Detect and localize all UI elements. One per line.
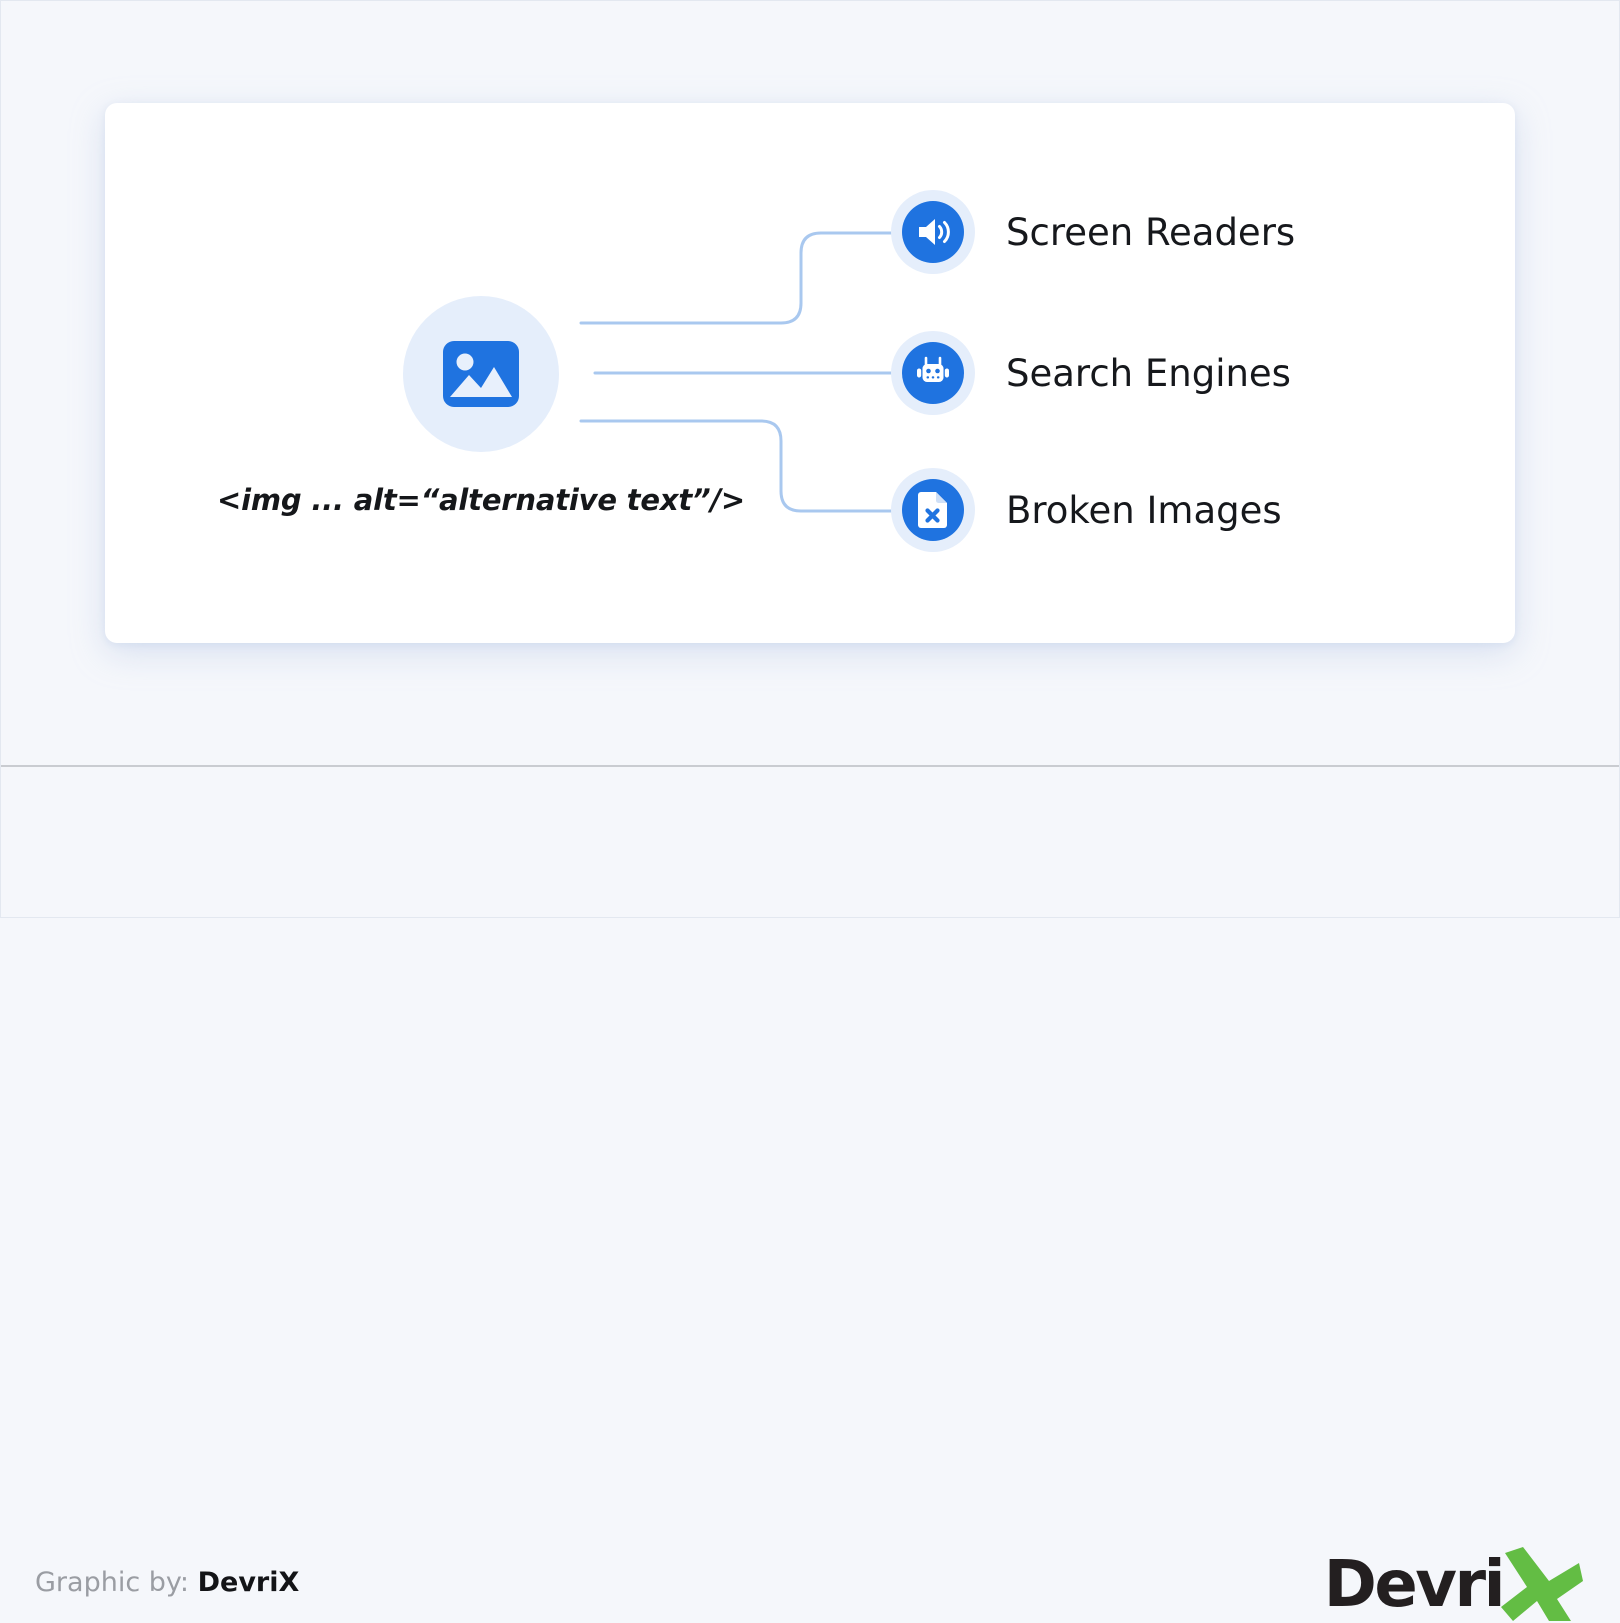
image-picture-icon (443, 341, 519, 407)
icon-disc (902, 479, 964, 541)
target-label-screen-readers: Screen Readers (1006, 210, 1296, 254)
target-label-search-engines: Search Engines (1006, 351, 1291, 395)
source-image-node (403, 296, 559, 452)
alt-text-code-caption: <img ... alt=“alternative text”/> (217, 483, 745, 517)
footer-divider (1, 765, 1619, 767)
icon-disc (902, 201, 964, 263)
logo-x-mark (1487, 1547, 1583, 1623)
target-node-screen-readers[interactable]: Screen Readers (891, 190, 1295, 274)
devrix-logo[interactable]: Devri (1324, 1547, 1583, 1623)
credit-brand: DevriX (197, 1567, 300, 1598)
footer: Graphic by: DevriX Devri (1, 767, 1619, 1621)
target-node-search-engines[interactable]: Search Engines (891, 331, 1291, 415)
icon-disc (902, 342, 964, 404)
credit-label: Graphic by: (35, 1567, 189, 1598)
robot-head-icon (915, 356, 951, 390)
broken-file-x-icon (918, 492, 948, 528)
logo-wordmark: Devri (1323, 1548, 1506, 1622)
icon-halo (891, 331, 975, 415)
credit-line: Graphic by: DevriX (35, 1563, 299, 1603)
target-node-broken-images[interactable]: Broken Images (891, 468, 1282, 552)
icon-halo (891, 468, 975, 552)
target-label-broken-images: Broken Images (1006, 488, 1282, 532)
icon-halo (891, 190, 975, 274)
content-card (105, 103, 1515, 643)
graphic-area: <img ... alt=“alternative text”/> Screen… (1, 1, 1619, 765)
speaker-volume-icon (915, 216, 951, 248)
